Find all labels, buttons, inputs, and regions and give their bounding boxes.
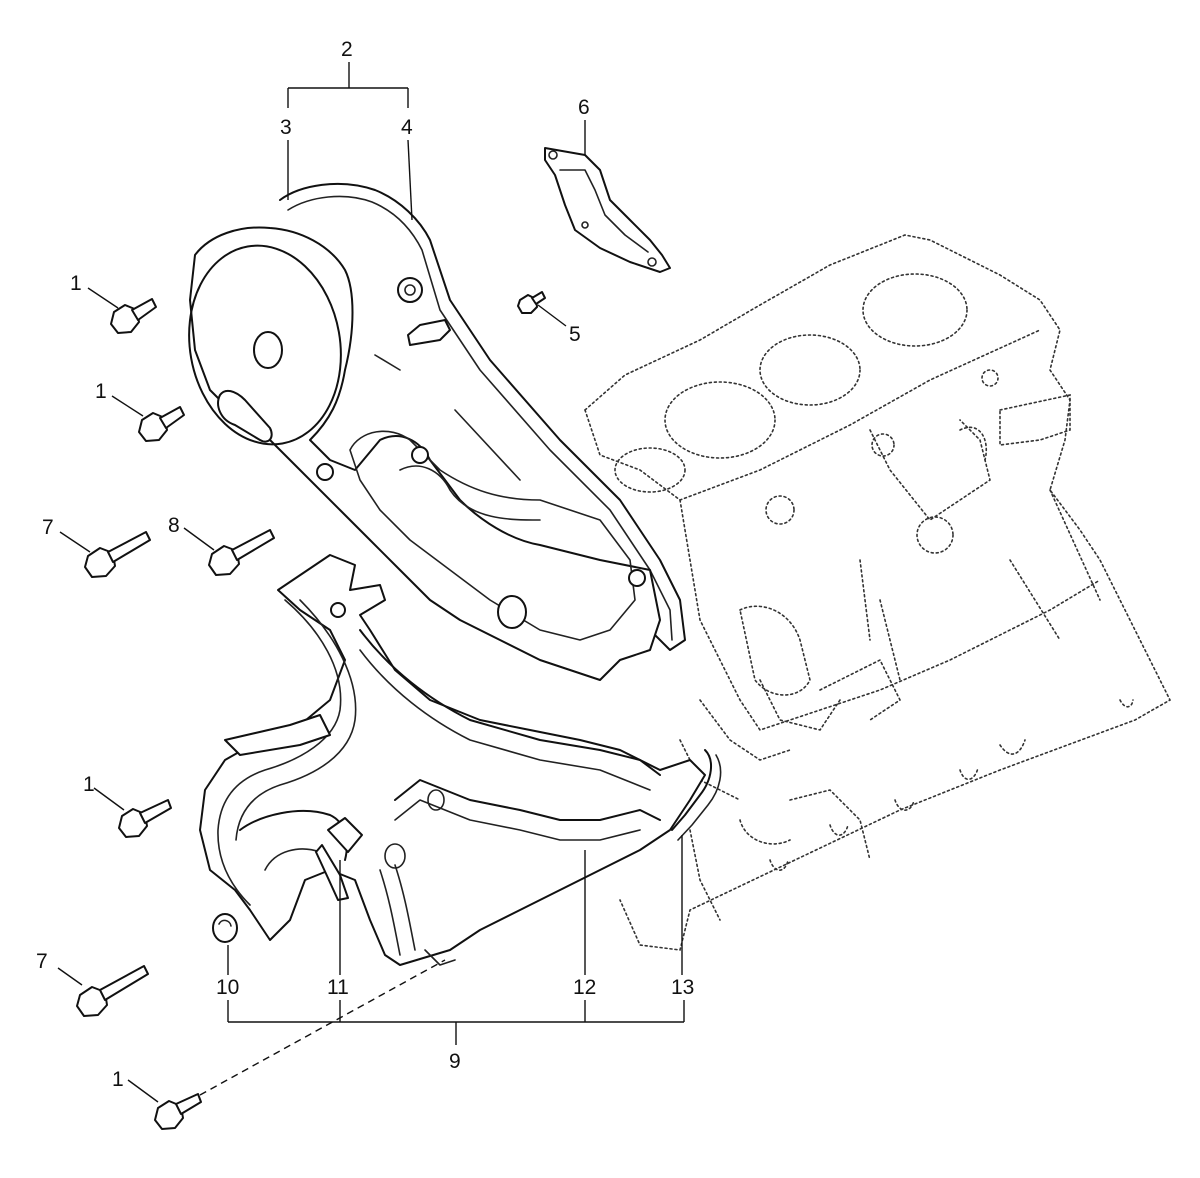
- bolt-1-upper: [110, 298, 157, 334]
- bolt-1-lower: [118, 799, 172, 838]
- callout-1-b: 1: [95, 380, 107, 403]
- callout-1-d: 1: [112, 1068, 124, 1091]
- bolt-1-second: [138, 406, 185, 442]
- washer-10: [212, 913, 238, 943]
- bolt-7-upper: [84, 531, 151, 578]
- callout-1-c: 1: [83, 773, 95, 796]
- bolt-8: [208, 529, 275, 576]
- callout-7-b: 7: [36, 950, 48, 973]
- callout-labels: 2 3 4 6 1 5 1 7 8 1 7 10 11 12 13 9 1: [36, 38, 694, 1091]
- callout-6: 6: [578, 96, 590, 119]
- callout-2: 2: [341, 38, 353, 61]
- callout-10: 10: [216, 976, 239, 999]
- callout-1-a: 1: [70, 272, 82, 295]
- engine-block: [584, 234, 1172, 951]
- upper-timing-cover: [188, 182, 686, 681]
- callout-8: 8: [168, 514, 180, 537]
- callout-3: 3: [280, 116, 292, 139]
- callout-4: 4: [401, 116, 413, 139]
- lower-timing-cover: [199, 554, 722, 966]
- bolt-7-lower: [76, 965, 149, 1017]
- part-6-gasket: [544, 147, 671, 273]
- callout-13: 13: [671, 976, 694, 999]
- bolt-5: [517, 291, 546, 314]
- callout-11: 11: [327, 976, 349, 999]
- callout-5: 5: [569, 323, 581, 346]
- bolt-1-bottom: [154, 1093, 202, 1130]
- leader-lines: [57, 62, 685, 1103]
- callout-7-a: 7: [42, 516, 54, 539]
- callout-9: 9: [449, 1050, 461, 1073]
- callout-12: 12: [573, 976, 596, 999]
